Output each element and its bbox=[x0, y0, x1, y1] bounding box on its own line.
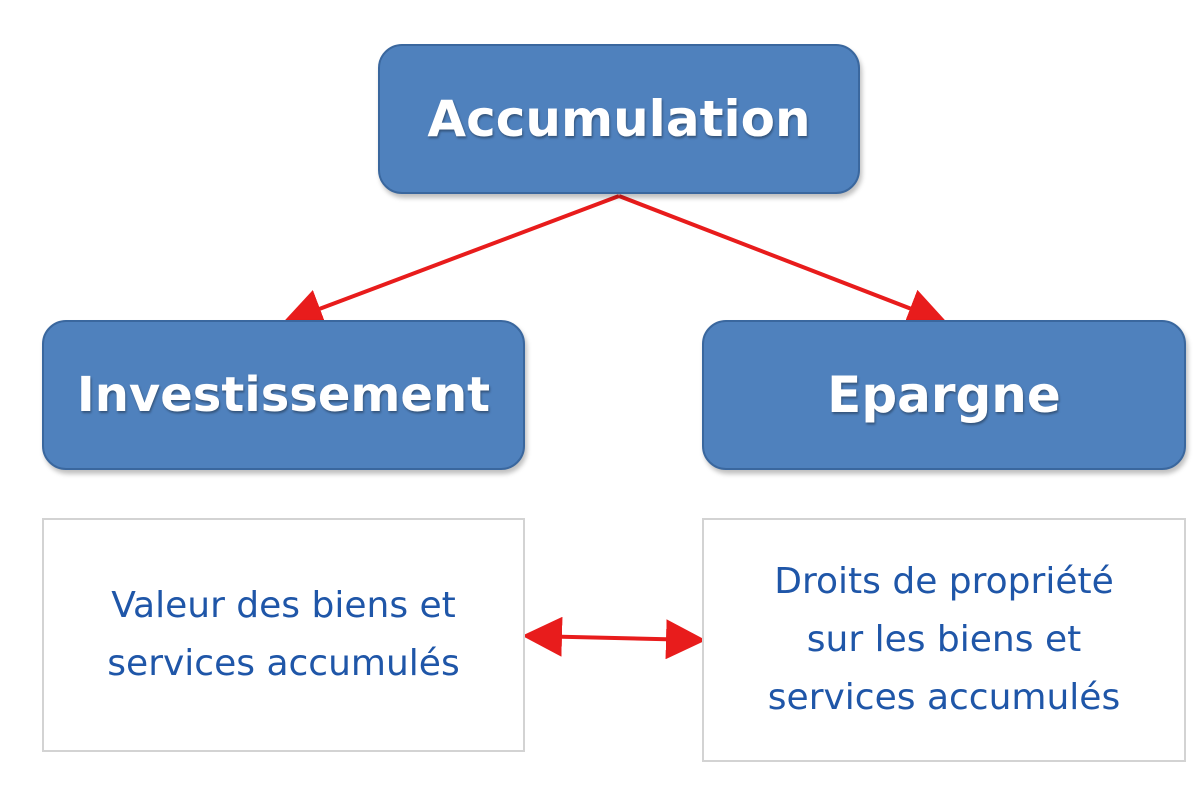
arrow-accumulation-to-epargne bbox=[618, 194, 948, 328]
node-epargne: Epargne bbox=[702, 320, 1186, 470]
arrow-accumulation-to-investissement bbox=[282, 194, 620, 328]
node-investissement-label: Investissement bbox=[76, 367, 491, 423]
description-line: services accumulés bbox=[767, 677, 1121, 718]
node-accumulation-label: Accumulation bbox=[427, 90, 811, 148]
node-epargne-label: Epargne bbox=[827, 366, 1061, 424]
description-line: Valeur des biens et bbox=[111, 585, 456, 626]
arrow-between-descriptions bbox=[522, 616, 706, 660]
node-accumulation: Accumulation bbox=[378, 44, 860, 194]
description-line: sur les biens et bbox=[806, 619, 1082, 660]
description-epargne-text: Droits de propriété sur les biens et ser… bbox=[768, 553, 1120, 727]
description-investissement-text: Valeur des biens et services accumulés bbox=[107, 577, 459, 693]
node-investissement: Investissement bbox=[42, 320, 525, 470]
description-epargne: Droits de propriété sur les biens et ser… bbox=[702, 518, 1186, 762]
description-line: services accumulés bbox=[107, 643, 460, 684]
description-investissement: Valeur des biens et services accumulés bbox=[42, 518, 525, 752]
description-line: Droits de propriété bbox=[774, 561, 1114, 602]
